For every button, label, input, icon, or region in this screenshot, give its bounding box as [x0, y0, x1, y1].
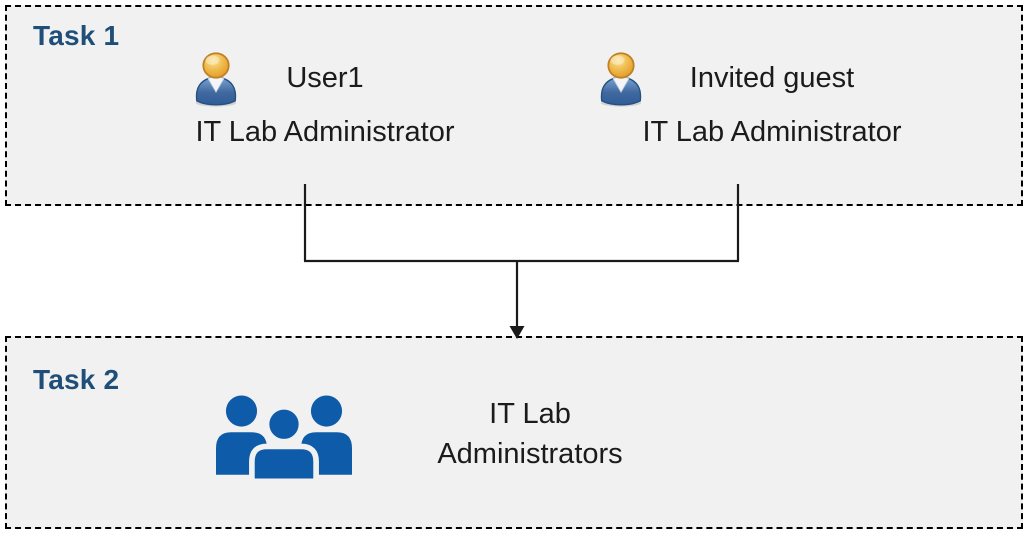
- task2-label: Task 2: [33, 364, 120, 395]
- user-icon: [195, 52, 237, 107]
- member-name: Invited guest: [689, 62, 855, 94]
- user-icon: [600, 52, 642, 107]
- group-name: IT Lab Administrators: [380, 394, 680, 474]
- group-name-line1: IT Lab: [489, 398, 571, 430]
- task1-box: [5, 5, 1023, 206]
- group-name-line2: Administrators: [437, 438, 623, 470]
- member-role: IT Lab Administrator: [195, 116, 455, 148]
- member-invited-guest: Invited guest IT Lab Administrator: [577, 50, 967, 148]
- task1-label: Task 1: [33, 20, 120, 51]
- member-user1: User1 IT Lab Administrator: [130, 50, 520, 148]
- member-role: IT Lab Administrator: [642, 116, 902, 148]
- member-name: User1: [286, 62, 364, 94]
- user-group-icon: [216, 395, 352, 482]
- task2-box: [5, 336, 1023, 529]
